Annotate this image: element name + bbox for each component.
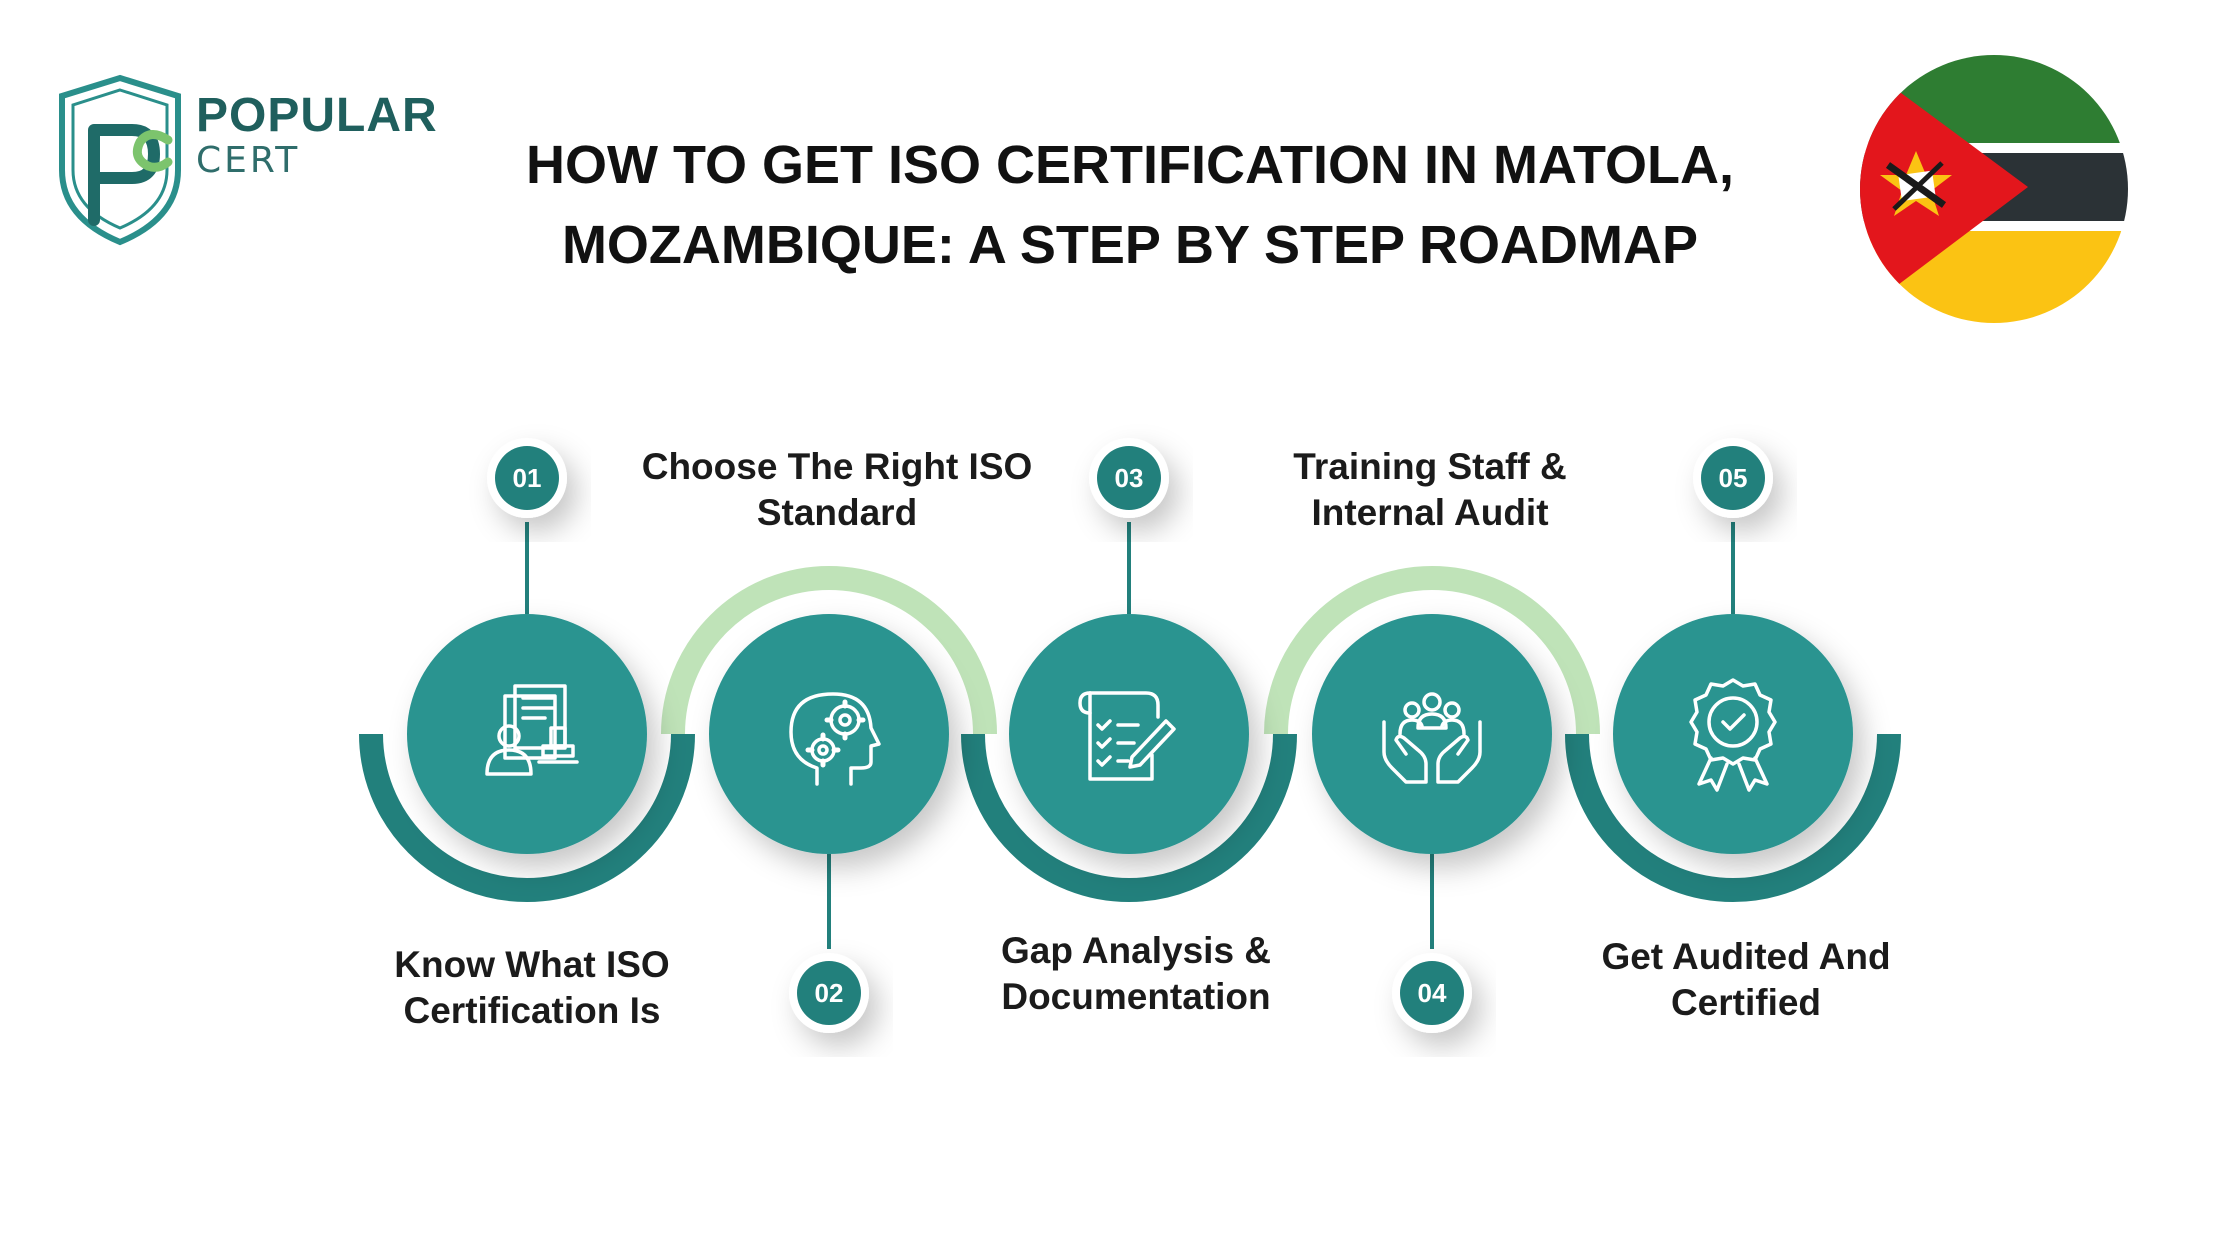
step-3-label-line-1: Gap Analysis & [1000,930,1272,971]
step-2-badge [797,961,861,1025]
step-1-number: 01 [513,463,542,493]
step-2-label-line-2: Standard [756,492,918,533]
step-5-label-line-2: Certified [1670,982,1822,1023]
step-3-label-line-2: Documentation [1001,976,1271,1017]
step-2-label-line-1: Choose The Right ISO [641,446,1033,487]
step-connectors: 01 02 03 04 05 [487,438,1773,1033]
step-1-arc [359,733,695,902]
step-circles [407,614,1853,854]
step-4-label-line-2: Internal Audit [1311,492,1549,533]
step-2-number: 02 [815,978,844,1008]
checklist-pen-icon [1078,691,1176,781]
connector-arcs [359,566,1901,902]
mozambique-flag-icon [1860,55,2128,323]
documents-person-stamp-icon [485,684,579,776]
step-1-circle [407,614,647,854]
step-5-label-line-1: Get Audited And [1601,936,1891,977]
page-title-line-2: MOZAMBIQUE: A STEP BY STEP ROADMAP [561,215,1699,275]
step-5-arc [1565,733,1901,902]
step-1-label-line-2: Certification Is [403,990,661,1031]
page-title: HOW TO GET ISO CERTIFICATION IN MATOLA, … [440,125,1820,285]
step-3-circle [1009,614,1249,854]
head-gears-icon [789,692,881,786]
award-badge-icon [1689,678,1777,792]
step-5-circle [1613,614,1853,854]
team-hands-icon [1382,692,1482,784]
logo-brand-top: POPULAR [196,89,438,142]
shield-logo-icon [59,74,181,246]
step-4-number: 04 [1418,978,1447,1008]
step-3-label: Gap Analysis & Documentation [906,928,1366,1020]
step-4-arc [1264,566,1600,735]
step-5-badge [1701,446,1765,510]
popular-cert-logo: POPULAR CERT [50,70,437,260]
step-5-number: 05 [1719,463,1748,493]
step-4-label: Training Staff & Internal Audit [1200,444,1660,536]
step-4-circle [1312,614,1552,854]
step-5-label: Get Audited And Certified [1516,934,1976,1026]
step-3-number: 03 [1115,463,1144,493]
step-4-badge [1400,961,1464,1025]
step-2-arc [661,566,997,735]
step-2-circle [709,614,949,854]
step-1-label-line-1: Know What ISO [394,944,670,985]
step-3-badge [1097,446,1161,510]
step-1-badge [495,446,559,510]
page-title-line-1: HOW TO GET ISO CERTIFICATION IN MATOLA, [526,135,1734,195]
step-2-label: Choose The Right ISO Standard [607,444,1067,536]
step-3-arc [961,733,1297,902]
logo-brand-bottom: CERT [196,140,301,181]
step-1-label: Know What ISO Certification Is [302,942,762,1034]
step-4-label-line-1: Training Staff & [1293,446,1567,487]
